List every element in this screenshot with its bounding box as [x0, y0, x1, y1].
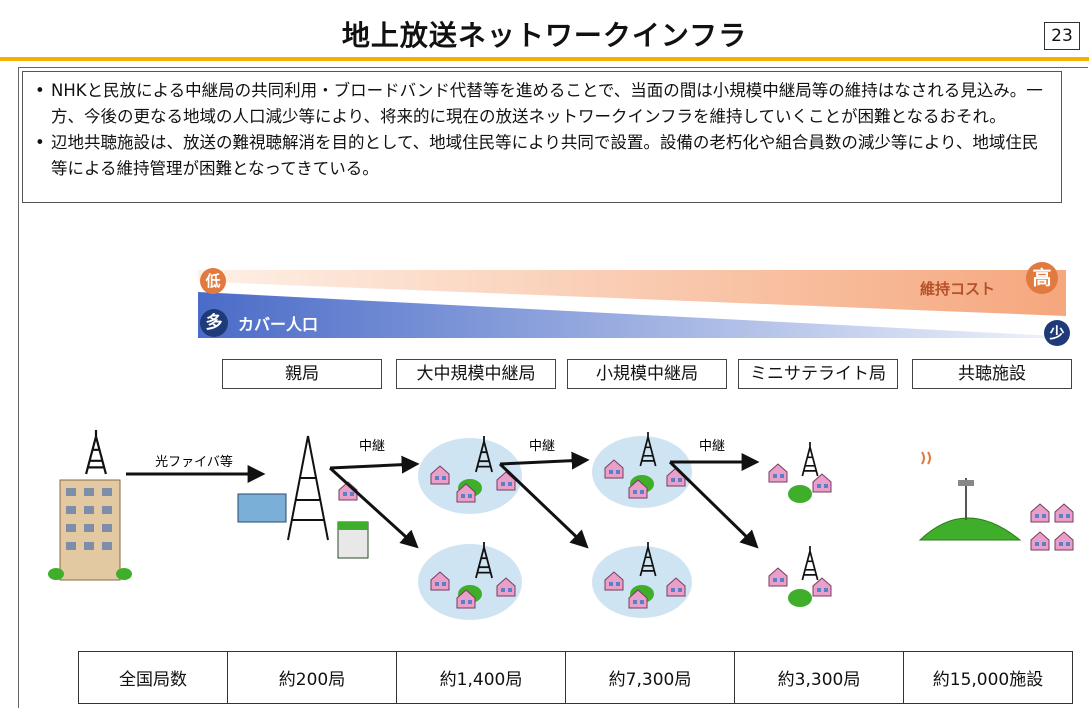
relay-cluster-icon: [418, 435, 522, 514]
relay-arrow: [499, 451, 590, 470]
relay-cluster-icon: [418, 541, 522, 620]
relay-arrow: [329, 455, 420, 474]
relay-arrow: [498, 462, 589, 549]
category-master-station: 親局: [222, 359, 382, 389]
station-count-table: 全国局数 約200局 約1,400局 約7,300局 約3,300局 約15,0…: [78, 651, 1073, 704]
category-small-relay: 小規模中継局: [567, 359, 727, 389]
cost-low-badge: 低: [200, 268, 226, 294]
summary-bullet-2: 辺地共聴施設は、放送の難視聴解消を目的として、地域住民等により共同で設置。設備の…: [35, 130, 1049, 182]
summary-bullet-1: NHKと民放による中継局の共同利用・ブロードバンド代替等を進めることで、当面の間…: [35, 78, 1049, 130]
relay-arrow: [668, 460, 759, 549]
page-number: 23: [1044, 22, 1080, 50]
table-row: 全国局数 約200局 約1,400局 約7,300局 約3,300局 約15,0…: [78, 651, 1073, 704]
mini-satellite-cluster-icon: [768, 545, 832, 607]
table-cell: 約7,300局: [565, 651, 735, 704]
relay-label: 中継: [699, 439, 725, 454]
relay-label: 中継: [529, 439, 555, 454]
page-title: 地上放送ネットワークインフラ: [341, 19, 748, 52]
cost-high-badge: 高: [1026, 262, 1058, 294]
category-mini-satellite: ミニサテライト局: [738, 359, 898, 389]
population-few-badge: 少: [1044, 320, 1070, 346]
category-large-medium-relay: 大中規模中継局: [396, 359, 556, 389]
title-underline: [0, 57, 1089, 61]
community-reception-icon: [918, 451, 1074, 551]
relay-cluster-icon: [592, 431, 692, 508]
population-many-badge: 多: [200, 309, 228, 337]
relay-cluster-icon: [592, 541, 692, 618]
table-cell: 約3,300局: [734, 651, 904, 704]
mini-satellite-cluster-icon: [768, 441, 832, 503]
table-cell: 約1,400局: [396, 651, 566, 704]
table-header-cell: 全国局数: [78, 651, 228, 704]
table-cell: 約15,000施設: [903, 651, 1073, 704]
category-community-reception: 共聴施設: [912, 359, 1072, 389]
fiber-label: 光ファイバ等: [155, 454, 233, 470]
summary-box: NHKと民放による中継局の共同利用・ブロードバンド代替等を進めることで、当面の間…: [22, 71, 1062, 203]
population-label: カバー人口: [238, 315, 319, 334]
cost-label: 維持コスト: [920, 280, 996, 298]
table-cell: 約200局: [227, 651, 397, 704]
slide-frame: [18, 67, 1088, 708]
master-station-tower-icon: [237, 435, 369, 559]
network-diagram: 光ファイバ等 中継 中継 中継: [48, 428, 1074, 620]
office-building-icon: [48, 428, 132, 581]
relay-arrow: [328, 466, 419, 549]
relay-label: 中継: [359, 439, 385, 454]
